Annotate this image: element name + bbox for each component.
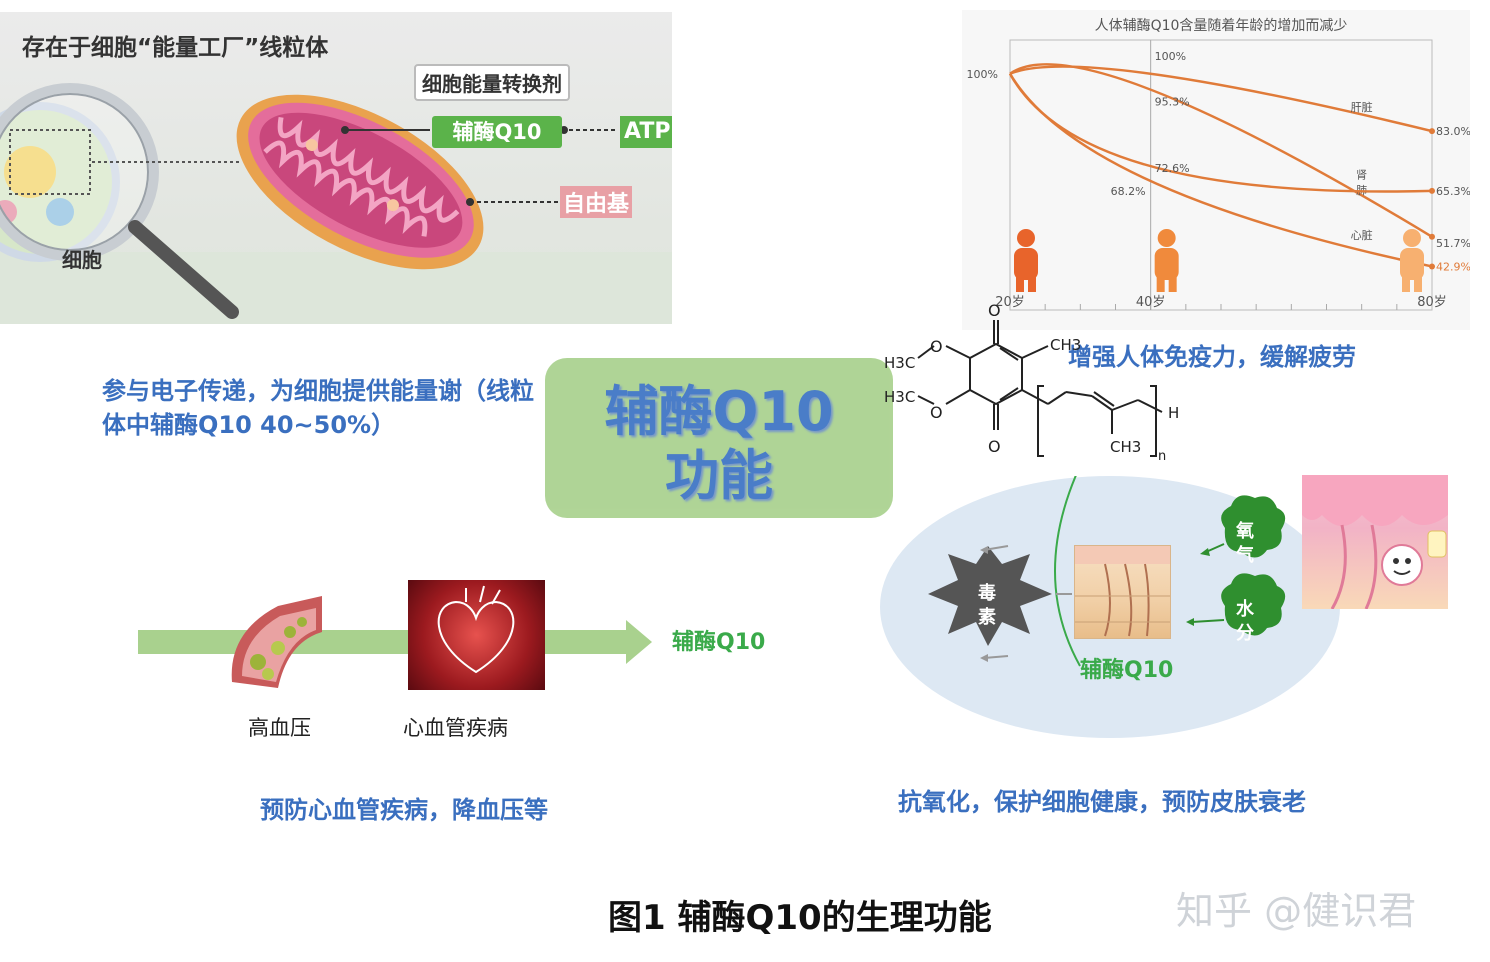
chart-data-label: 95.3% <box>1155 96 1190 109</box>
chart-series-label: 肾 <box>1356 169 1367 182</box>
molecule-ch3-top: CH3 <box>1050 336 1081 354</box>
chart-data-label: 68.2% <box>1111 185 1146 198</box>
chart-series-line <box>1008 73 1433 268</box>
chart-series-label: 心脏 <box>1351 229 1373 242</box>
chart-data-label: 72.6% <box>1155 162 1190 175</box>
chart-data-label: 65.3% <box>1436 185 1470 198</box>
chart-point <box>1429 187 1435 194</box>
cardio-arrow-head <box>626 620 652 664</box>
heart-icon <box>437 585 515 674</box>
molecule-h-end: H <box>1168 404 1179 422</box>
artery-plaque-image <box>231 596 322 688</box>
cardio-arrow-shaft <box>138 630 628 654</box>
caption-energy: 参与电子传递，为细胞提供能量谢（线粒体中辅酶Q10 40~50%） <box>102 377 534 439</box>
hypertension-label: 高血压 <box>248 716 311 740</box>
chart-series-line <box>1008 73 1433 193</box>
skin-cartoon-image <box>1302 475 1448 610</box>
center-title-box: 辅酶Q10 功能 <box>545 358 893 518</box>
mitochondria-illustration <box>0 83 672 324</box>
caption-antioxidant: 抗氧化，保护细胞健康，预防皮肤衰老 <box>898 788 1306 816</box>
chart-data-label: 83.0% <box>1436 125 1470 138</box>
atp-label: ATP <box>620 116 672 148</box>
person-silhouette-icon <box>1014 229 1038 292</box>
caption-immune: 增强人体免疫力，缓解疲劳 <box>1068 343 1356 371</box>
antioxidant-illustration <box>928 476 1286 667</box>
cardiovascular-label: 心血管疾病 <box>403 716 508 740</box>
chart-series-line <box>1009 63 1433 238</box>
watermark: 知乎 @健识君 <box>1176 889 1417 933</box>
molecule-h3c-2: H3C <box>884 388 915 406</box>
mitochondria-panel: 存在于细胞“能量工厂”线粒体 细胞能量转换剂 辅酶Q10 ATP 自由基 细胞 <box>0 12 672 324</box>
free-radical-label: 自由基 <box>560 186 633 218</box>
q10-molecule-structure: O O O O H3C H3C CH3 CH3 H n <box>884 301 1179 464</box>
chart-series-label: 肝脏 <box>1351 101 1373 114</box>
water-cloud-icon <box>1221 573 1286 636</box>
oxygen-cloud-icon <box>1221 495 1286 558</box>
chart-x-tick-label: 20岁 <box>995 295 1025 310</box>
molecule-o-top: O <box>988 301 1001 320</box>
molecule-o-bottom: O <box>988 437 1001 456</box>
molecule-o-methoxy-2: O <box>930 403 943 422</box>
chart-title: 人体辅酶Q10含量随着年龄的增加而减少 <box>1095 18 1348 34</box>
person-silhouette-icon <box>1154 229 1179 292</box>
q10-tag: 辅酶Q10 <box>432 116 562 148</box>
figure-caption: 图1 辅酶Q10的生理功能 <box>608 898 992 938</box>
center-title-line2: 功能 <box>665 444 773 507</box>
chart-point <box>1429 128 1435 135</box>
chart-data-label: 100% <box>1155 50 1186 63</box>
center-title-line1: 辅酶Q10 <box>604 380 834 443</box>
molecule-h3c-1: H3C <box>884 354 915 372</box>
center-title: 辅酶Q10 功能 <box>545 380 893 508</box>
person-silhouette-icon <box>1400 229 1424 292</box>
oxygen-label: 氧气 <box>1236 521 1254 566</box>
chart-point <box>1429 233 1435 240</box>
chart-point <box>1429 263 1435 270</box>
chart-canvas: 人体辅酶Q10含量随着年龄的增加而减少肝脏肺肾心脏100%100%95.3%72… <box>967 18 1470 311</box>
caption-cardio: 预防心血管疾病，降血压等 <box>260 796 548 824</box>
chart-x-tick-label: 40岁 <box>1136 295 1166 310</box>
molecule-ch3-chain: CH3 <box>1110 438 1141 456</box>
water-label: 水分 <box>1236 599 1254 644</box>
q10-arrow-label: 辅酶Q10 <box>672 630 766 655</box>
chart-data-label: 42.9% <box>1436 260 1470 273</box>
cell-label: 细胞 <box>62 248 102 272</box>
mitochondria-title: 存在于细胞“能量工厂”线粒体 <box>22 35 329 61</box>
toxin-star-icon <box>928 546 1052 646</box>
molecule-o-methoxy-1: O <box>930 337 943 356</box>
molecule-n: n <box>1158 449 1166 464</box>
chart-frame <box>1009 39 1433 311</box>
q10-antioxidant-label: 辅酶Q10 <box>1080 658 1174 683</box>
skin-layer-image <box>1074 545 1171 639</box>
chart-x-tick-label: 80岁 <box>1417 295 1447 310</box>
chart-data-label: 51.7% <box>1436 237 1470 250</box>
toxin-label: 毒素 <box>978 583 996 628</box>
heart-image <box>408 580 545 690</box>
chart-series-line <box>1009 65 1433 133</box>
chart-data-label: 100% <box>967 68 998 81</box>
energy-converter-label: 细胞能量转换剂 <box>414 64 570 101</box>
